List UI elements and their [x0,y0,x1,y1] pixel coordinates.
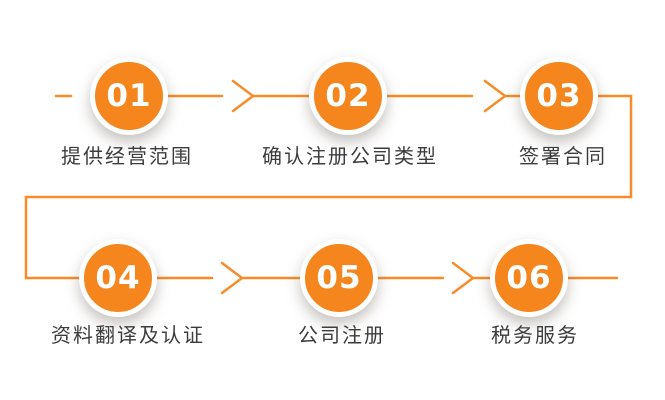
wrap-line-step3-to-step4 [24,94,633,280]
step-1-label: 提供经营范围 [61,144,193,168]
step-5-number: 05 [316,259,362,296]
step-1-number: 01 [106,77,152,114]
step-3-number: 03 [536,77,582,114]
step-2-number: 02 [325,77,371,114]
step-6-label: 税务服务 [491,323,579,347]
step-3-circle: 03 [520,57,598,135]
step-3-label: 签署合同 [519,144,607,168]
chevron-arrow-4-icon [451,261,476,295]
chevron-arrow-1-icon [231,79,256,113]
step-5-label: 公司注册 [298,323,386,347]
chevron-arrow-2-icon [483,79,508,113]
step-5-circle: 05 [300,239,378,317]
step-4-label: 资料翻译及认证 [51,323,205,347]
step-1-circle: 01 [90,57,168,135]
step-4-circle: 04 [79,239,157,317]
step-2-circle: 02 [309,57,387,135]
step-4-number: 04 [95,259,141,296]
step-2-label: 确认注册公司类型 [262,144,438,168]
step-6-number: 06 [506,259,552,296]
step-6-circle: 06 [490,239,568,317]
chevron-arrow-3-icon [220,261,245,295]
